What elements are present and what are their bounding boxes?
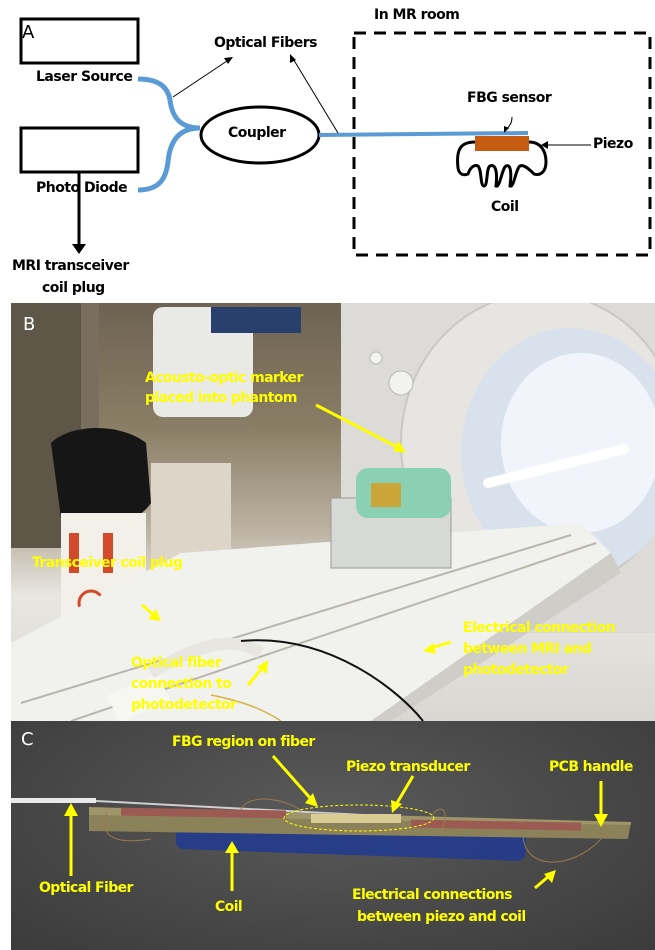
fiber-diode-to-coupler	[137, 125, 201, 193]
arrowhead-icon	[391, 800, 402, 813]
mri-plug-label-line2: coil plug	[42, 280, 105, 296]
electrical-label-line2: between MRI and	[463, 641, 592, 657]
bore-lamp	[483, 444, 629, 488]
panel-letter-c: C	[21, 729, 34, 750]
electrical-arrow	[430, 640, 452, 650]
phantom-bottle-label	[371, 483, 401, 507]
optical-fibers-label: Optical Fibers	[214, 35, 317, 51]
optical-fiber	[11, 798, 96, 803]
fbg-region-label: FBG region on fiber	[172, 734, 315, 750]
panel-b-photo: B Acousto-optic marker placed into phant…	[11, 303, 655, 721]
optical-fiber	[210, 694, 282, 721]
arrowhead-icon	[225, 841, 239, 853]
wire	[522, 830, 602, 863]
arrowhead-icon	[594, 814, 608, 827]
coil-wire	[456, 140, 548, 188]
arrowhead-icon	[72, 244, 86, 254]
optical-fibers-pointer-1	[172, 58, 231, 98]
marker-label-line2: placed into phantom	[145, 390, 297, 406]
mri-control-knob	[388, 370, 414, 396]
table-edge	[371, 553, 621, 721]
schematic-drawing	[19, 17, 652, 257]
mri-control-knob	[369, 351, 383, 365]
mri-plug-label-line1: MRI transceiver	[12, 258, 129, 274]
arrowhead-icon	[305, 793, 318, 807]
table-rail	[20, 534, 572, 704]
wire	[430, 808, 446, 832]
fbg-sensor-label: FBG sensor	[467, 90, 552, 106]
piezo-arrow	[395, 775, 415, 804]
arrowhead-icon	[224, 57, 233, 64]
arrowhead-icon	[290, 54, 296, 63]
optical-fibers-pointer-2	[291, 56, 339, 134]
cabinet	[153, 307, 253, 417]
pcb-pad	[410, 819, 582, 831]
fbg-region-highlight	[283, 804, 435, 832]
laser-source-label: Laser Source	[36, 69, 133, 85]
wire	[104, 812, 152, 842]
wire	[240, 798, 302, 812]
panel-letter-a: A	[22, 22, 35, 43]
laser-source-box	[19, 17, 140, 65]
piezo-element	[475, 136, 529, 151]
electrical-label-line1: Electrical connection	[463, 620, 616, 636]
fiber-label-line1: Optical fiber	[131, 655, 222, 671]
connections-arrow	[534, 874, 550, 890]
piezo-label: Piezo	[593, 136, 633, 152]
marker-arrow	[315, 403, 400, 450]
photo-diode-label: Photo Diode	[36, 180, 128, 196]
marker-label-line1: Acousto-optic marker	[145, 370, 303, 386]
panel-letter-b: B	[23, 314, 36, 335]
bore-light	[501, 353, 655, 533]
transceiver-plug	[107, 672, 170, 721]
mr-room-boundary	[352, 31, 652, 257]
arrowhead-icon	[423, 643, 436, 654]
electrical-connections-label-line1: Electrical connections	[352, 887, 512, 903]
plug-cable	[147, 637, 265, 679]
plug-arrow	[141, 603, 155, 617]
piezo-transducer-label: Piezo transducer	[346, 759, 470, 775]
panel-c-render: C FBG region on fiber Piezo transducer P…	[11, 721, 655, 950]
arrowhead-icon	[257, 660, 268, 674]
mri-room-photo	[11, 303, 655, 721]
biohazard-stripe	[103, 533, 113, 573]
coil-label: Coil	[491, 199, 519, 215]
piezo-transducer	[311, 814, 401, 823]
electrical-cable	[240, 639, 424, 721]
arrowhead-icon	[64, 803, 78, 816]
coil-label: Coil	[215, 899, 243, 915]
fiber-laser-to-coupler	[137, 76, 201, 131]
arrowhead-icon	[393, 441, 406, 453]
fiber-label-line3: photodetector	[131, 697, 237, 713]
coupler-label: Coupler	[228, 125, 286, 141]
pcb-pad	[120, 807, 287, 819]
fbg-arrow	[271, 755, 313, 800]
optical-fiber-label: Optical Fiber	[39, 880, 133, 896]
electrical-label-line3: photodetector	[463, 662, 569, 678]
mr-room-label: In MR room	[374, 7, 460, 23]
stretcher-pad	[211, 307, 301, 333]
arrowhead-icon	[544, 870, 556, 883]
device-render	[11, 755, 631, 891]
transceiver-plug-label: Transceiver coil plug	[32, 555, 183, 571]
fiber-label-line2: connection to	[131, 676, 232, 692]
biohazard-stripe	[69, 533, 79, 573]
panel-a-schematic: A Laser Source Photo Diode Coupler Optic…	[0, 0, 655, 303]
electrical-connections-label-line2: between piezo and coil	[357, 909, 526, 925]
trash-bag	[51, 428, 151, 528]
fiber-coupler-to-sensor	[318, 131, 529, 137]
arrowhead-icon	[504, 126, 509, 133]
arrowhead-icon	[541, 141, 548, 149]
phantom-bottle	[356, 468, 451, 518]
fiber-arrow	[246, 666, 265, 686]
photo-diode-box	[19, 126, 140, 174]
pcb-handle-label: PCB handle	[549, 759, 633, 775]
arrowhead-icon	[148, 609, 161, 621]
